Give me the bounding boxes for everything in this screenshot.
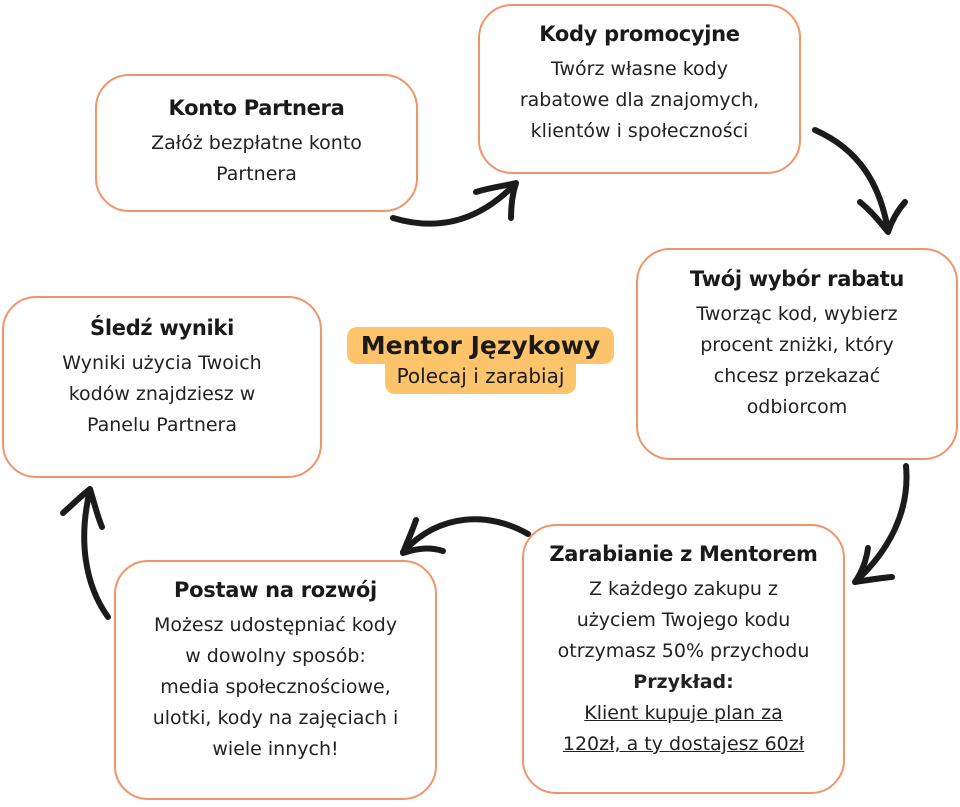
curved-arrow-down-icon: [812, 127, 908, 235]
step-card-konto-partnera: Konto Partnera Załóż bezpłatne konto Par…: [95, 74, 418, 212]
step-title: Zarabianie z Mentorem: [549, 542, 818, 566]
step-description: Twórz własne kody rabatowe dla znajomych…: [519, 58, 760, 142]
example-text: 120zł, a ty dostajesz 60zł: [562, 733, 805, 755]
curved-arrow-down-left-icon: [852, 463, 910, 585]
step-title: Postaw na rozwój: [174, 578, 377, 602]
step-card-twoj-wybor-rabatu: Twój wybór rabatu Tworząc kod, wybierz p…: [636, 248, 958, 460]
step-description: Tworząc kod, wybierz procent zniżki, któ…: [696, 303, 898, 418]
step-title: Kody promocyjne: [539, 22, 740, 46]
step-title: Twój wybór rabatu: [689, 267, 905, 291]
center-label: Mentor Językowy Polecaj i zarabiaj: [338, 327, 623, 394]
center-title: Mentor Językowy: [346, 327, 615, 364]
example-label: Przykład:: [633, 671, 734, 693]
step-card-sledz-wyniki: Śledź wyniki Wyniki użycia Twoich kodów …: [2, 296, 322, 478]
step-title: Konto Partnera: [168, 96, 345, 120]
step-description: Możesz udostępniać kody w dowolny sposób…: [152, 614, 399, 760]
curved-arrow-left-icon: [400, 516, 531, 556]
curved-arrow-up-icon: [60, 486, 111, 620]
center-subtitle: Polecaj i zarabiaj: [384, 362, 577, 394]
step-description: Załóż bezpłatne konto Partnera: [151, 132, 362, 185]
step-card-zarabianie-z-mentorem: Zarabianie z Mentorem Z każdego zakupu z…: [522, 524, 845, 794]
step-card-postaw-na-rozwoj: Postaw na rozwój Możesz udostępniać kody…: [114, 560, 437, 800]
step-description: Z każdego zakupu z użyciem Twojego kodu …: [524, 574, 843, 760]
step-description: Wyniki użycia Twoich kodów znajdziesz w …: [62, 352, 262, 436]
example-text: Klient kupuje plan za: [584, 702, 783, 724]
step-card-kody-promocyjne: Kody promocyjne Twórz własne kody rabato…: [478, 4, 801, 174]
step-title: Śledź wyniki: [90, 316, 234, 340]
